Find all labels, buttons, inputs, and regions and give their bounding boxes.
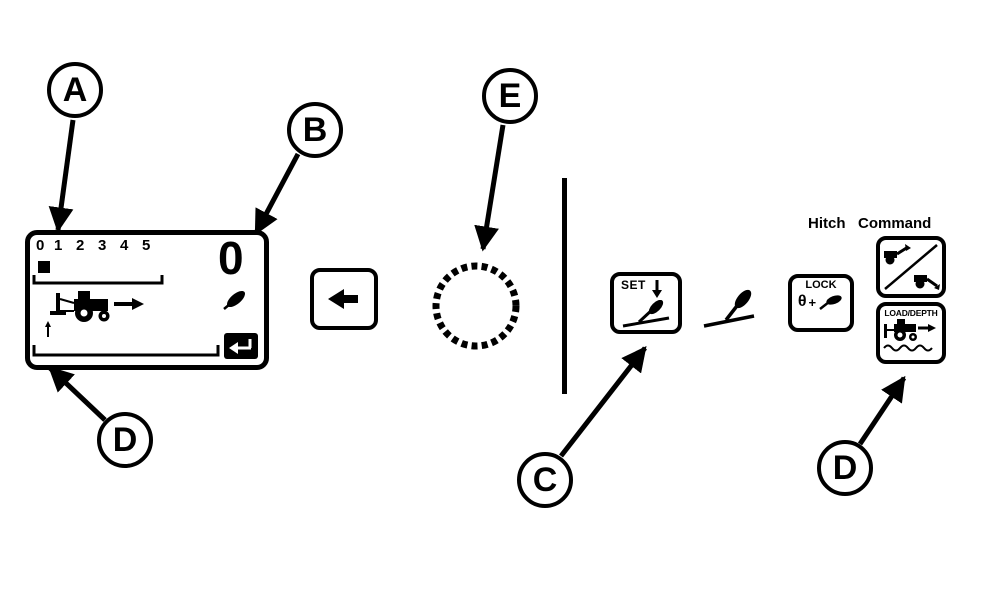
scale-number-3: 3 <box>98 237 107 254</box>
return-icon <box>224 333 258 359</box>
plus-symbol: + <box>808 294 817 310</box>
arrow-d-right <box>857 375 907 446</box>
knurled-dial-icon <box>432 262 520 350</box>
hitch-display: 0 1 2 3 4 5 0 <box>25 230 269 370</box>
arrow-e <box>474 124 506 252</box>
load-depth-button[interactable]: LOAD/DEPTH <box>876 302 946 364</box>
callout-d-right-label: D <box>832 448 858 487</box>
set-button-header: SET <box>614 276 678 299</box>
down-arrow-icon <box>651 280 662 298</box>
load-depth-label: LOAD/DEPTH <box>884 308 938 318</box>
scale-number-2: 2 <box>76 237 85 254</box>
hitch-raise-lower-button[interactable] <box>876 236 946 298</box>
set-lever-icon <box>622 300 670 328</box>
lever-icon <box>703 289 755 328</box>
callout-c-label: C <box>532 460 558 499</box>
tractor-raise-lower-icon <box>884 244 940 290</box>
rotary-knob[interactable] <box>428 258 524 354</box>
callout-e-label: E <box>498 76 522 115</box>
scale-marker-icon <box>38 261 50 273</box>
back-button[interactable] <box>310 268 378 330</box>
left-arrow-icon <box>328 289 358 309</box>
tractor-implement-icon <box>45 291 144 337</box>
depth-bracket <box>32 345 220 357</box>
callout-d-left-label: D <box>112 420 138 459</box>
lock-lever-icon <box>819 295 842 310</box>
callout-e: E <box>482 68 538 124</box>
set-button-label: SET <box>621 278 646 292</box>
display-lever-icon <box>223 290 246 310</box>
display-value: 0 <box>218 232 244 284</box>
scale-number-4: 4 <box>120 237 129 254</box>
arrow-c <box>559 346 647 458</box>
theta-symbol: θ <box>797 293 807 310</box>
callout-c: C <box>517 452 573 508</box>
scale-number-1: 1 <box>54 237 63 254</box>
callout-b: B <box>287 102 343 158</box>
hitch-heading: Hitch <box>808 215 846 232</box>
arrow-d-left <box>48 366 107 422</box>
scale-number-5: 5 <box>142 237 151 254</box>
callout-a-label: A <box>62 70 88 109</box>
arrow-b <box>253 152 301 236</box>
callout-d-left: D <box>97 412 153 468</box>
scale-bracket <box>32 275 164 285</box>
display-graphics <box>32 261 258 359</box>
callout-a: A <box>47 62 103 118</box>
command-heading: Command <box>858 215 932 232</box>
lock-icon-row: θ + <box>798 293 844 311</box>
callout-d-right: D <box>817 440 873 496</box>
scale-number-0: 0 <box>36 237 45 254</box>
load-depth-tractor-icon <box>883 318 936 351</box>
lock-button-label: LOCK <box>805 279 837 291</box>
lock-button[interactable]: LOCK θ + <box>788 274 854 332</box>
section-divider <box>562 178 567 394</box>
display-content: 0 1 2 3 4 5 0 <box>30 235 264 365</box>
set-button[interactable]: SET <box>610 272 682 334</box>
callout-b-label: B <box>302 110 328 149</box>
arrow-a <box>48 119 76 233</box>
